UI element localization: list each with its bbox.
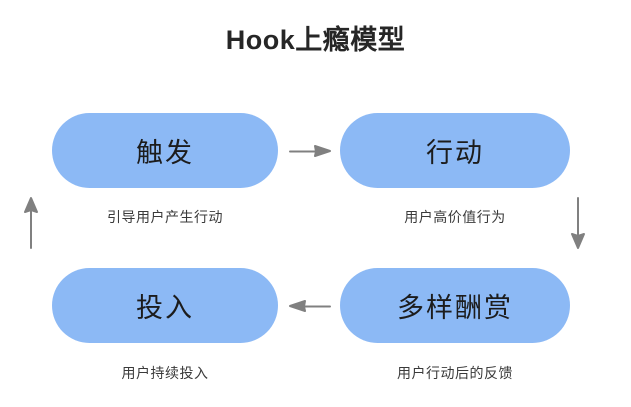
- node-action[interactable]: 行动: [340, 113, 570, 188]
- caption-action: 用户高价值行为: [404, 209, 506, 225]
- page-title: Hook上瘾模型: [225, 25, 406, 55]
- node-variable-reward-label: 多样酬赏: [397, 293, 513, 323]
- node-trigger[interactable]: 触发: [52, 113, 278, 188]
- arrow-up-icon: [24, 197, 38, 249]
- arrow-left-icon: [289, 300, 331, 312]
- node-investment[interactable]: 投入: [52, 268, 278, 343]
- arrow-right-icon: [289, 145, 331, 157]
- arrow-down-icon: [571, 197, 585, 249]
- caption-investment: 用户持续投入: [121, 365, 209, 381]
- node-action-label: 行动: [426, 138, 484, 168]
- caption-variable-reward: 用户行动后的反馈: [397, 365, 513, 381]
- node-investment-label: 投入: [136, 293, 194, 323]
- caption-trigger: 引导用户产生行动: [107, 209, 223, 225]
- node-trigger-label: 触发: [136, 138, 194, 168]
- node-variable-reward[interactable]: 多样酬赏: [340, 268, 570, 343]
